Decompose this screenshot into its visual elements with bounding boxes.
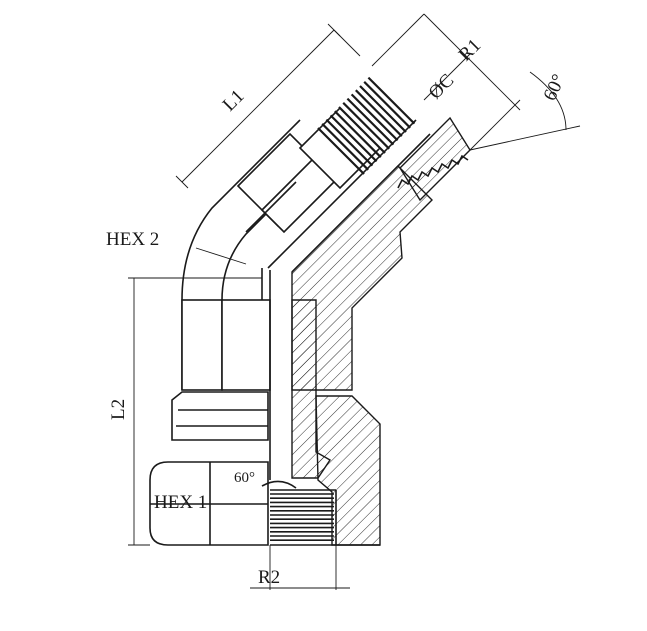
thread-top-line [363,81,411,129]
thread-top-line [329,114,378,163]
angle-top-arc [529,71,567,131]
bend-outer-line [181,119,301,390]
angle-top-line [469,125,581,151]
nut-shoulder [171,391,269,441]
thread-top-line [321,123,369,171]
r1-dimension-line [371,13,425,67]
thread-teeth [397,154,469,189]
thread-top [317,76,416,175]
thread-top-line [338,106,386,154]
bore-line-upper [267,119,417,269]
thread-top-line [317,127,365,175]
hex2-label: HEX 2 [106,229,159,250]
c-dimension-line [423,53,471,101]
thread-bottom [270,493,334,542]
thread-top-line [355,89,403,137]
hex2-leader [195,247,247,265]
hex1-label: HEX 1 [154,492,207,513]
tube-left [181,299,223,391]
bend-mid-line [221,145,335,390]
thread-top-line [334,110,382,158]
thread-top-line [359,85,407,133]
lower-body [149,270,381,546]
thread-top-line [346,97,395,146]
angled-body [181,76,471,391]
diameter-c-label: ØC [425,70,459,104]
bore-line-lower [291,133,431,273]
r2-label: R2 [258,567,280,588]
tube-right [221,299,271,391]
r1-label: R1 [455,35,486,66]
seat-arc [261,480,297,489]
dimensions [128,13,581,590]
stem-section-hatch [291,299,331,479]
angle-top-label: 60° [539,71,569,104]
thread-top-line [342,102,390,150]
angle-bottom-label: 60° [234,470,255,486]
l1-dimension-line [181,29,335,183]
l2-label: L2 [108,399,129,420]
thread-top-line [367,76,416,125]
thread-top-line [350,93,399,142]
thread-top-line [325,118,374,167]
l1-label: L1 [219,86,249,116]
